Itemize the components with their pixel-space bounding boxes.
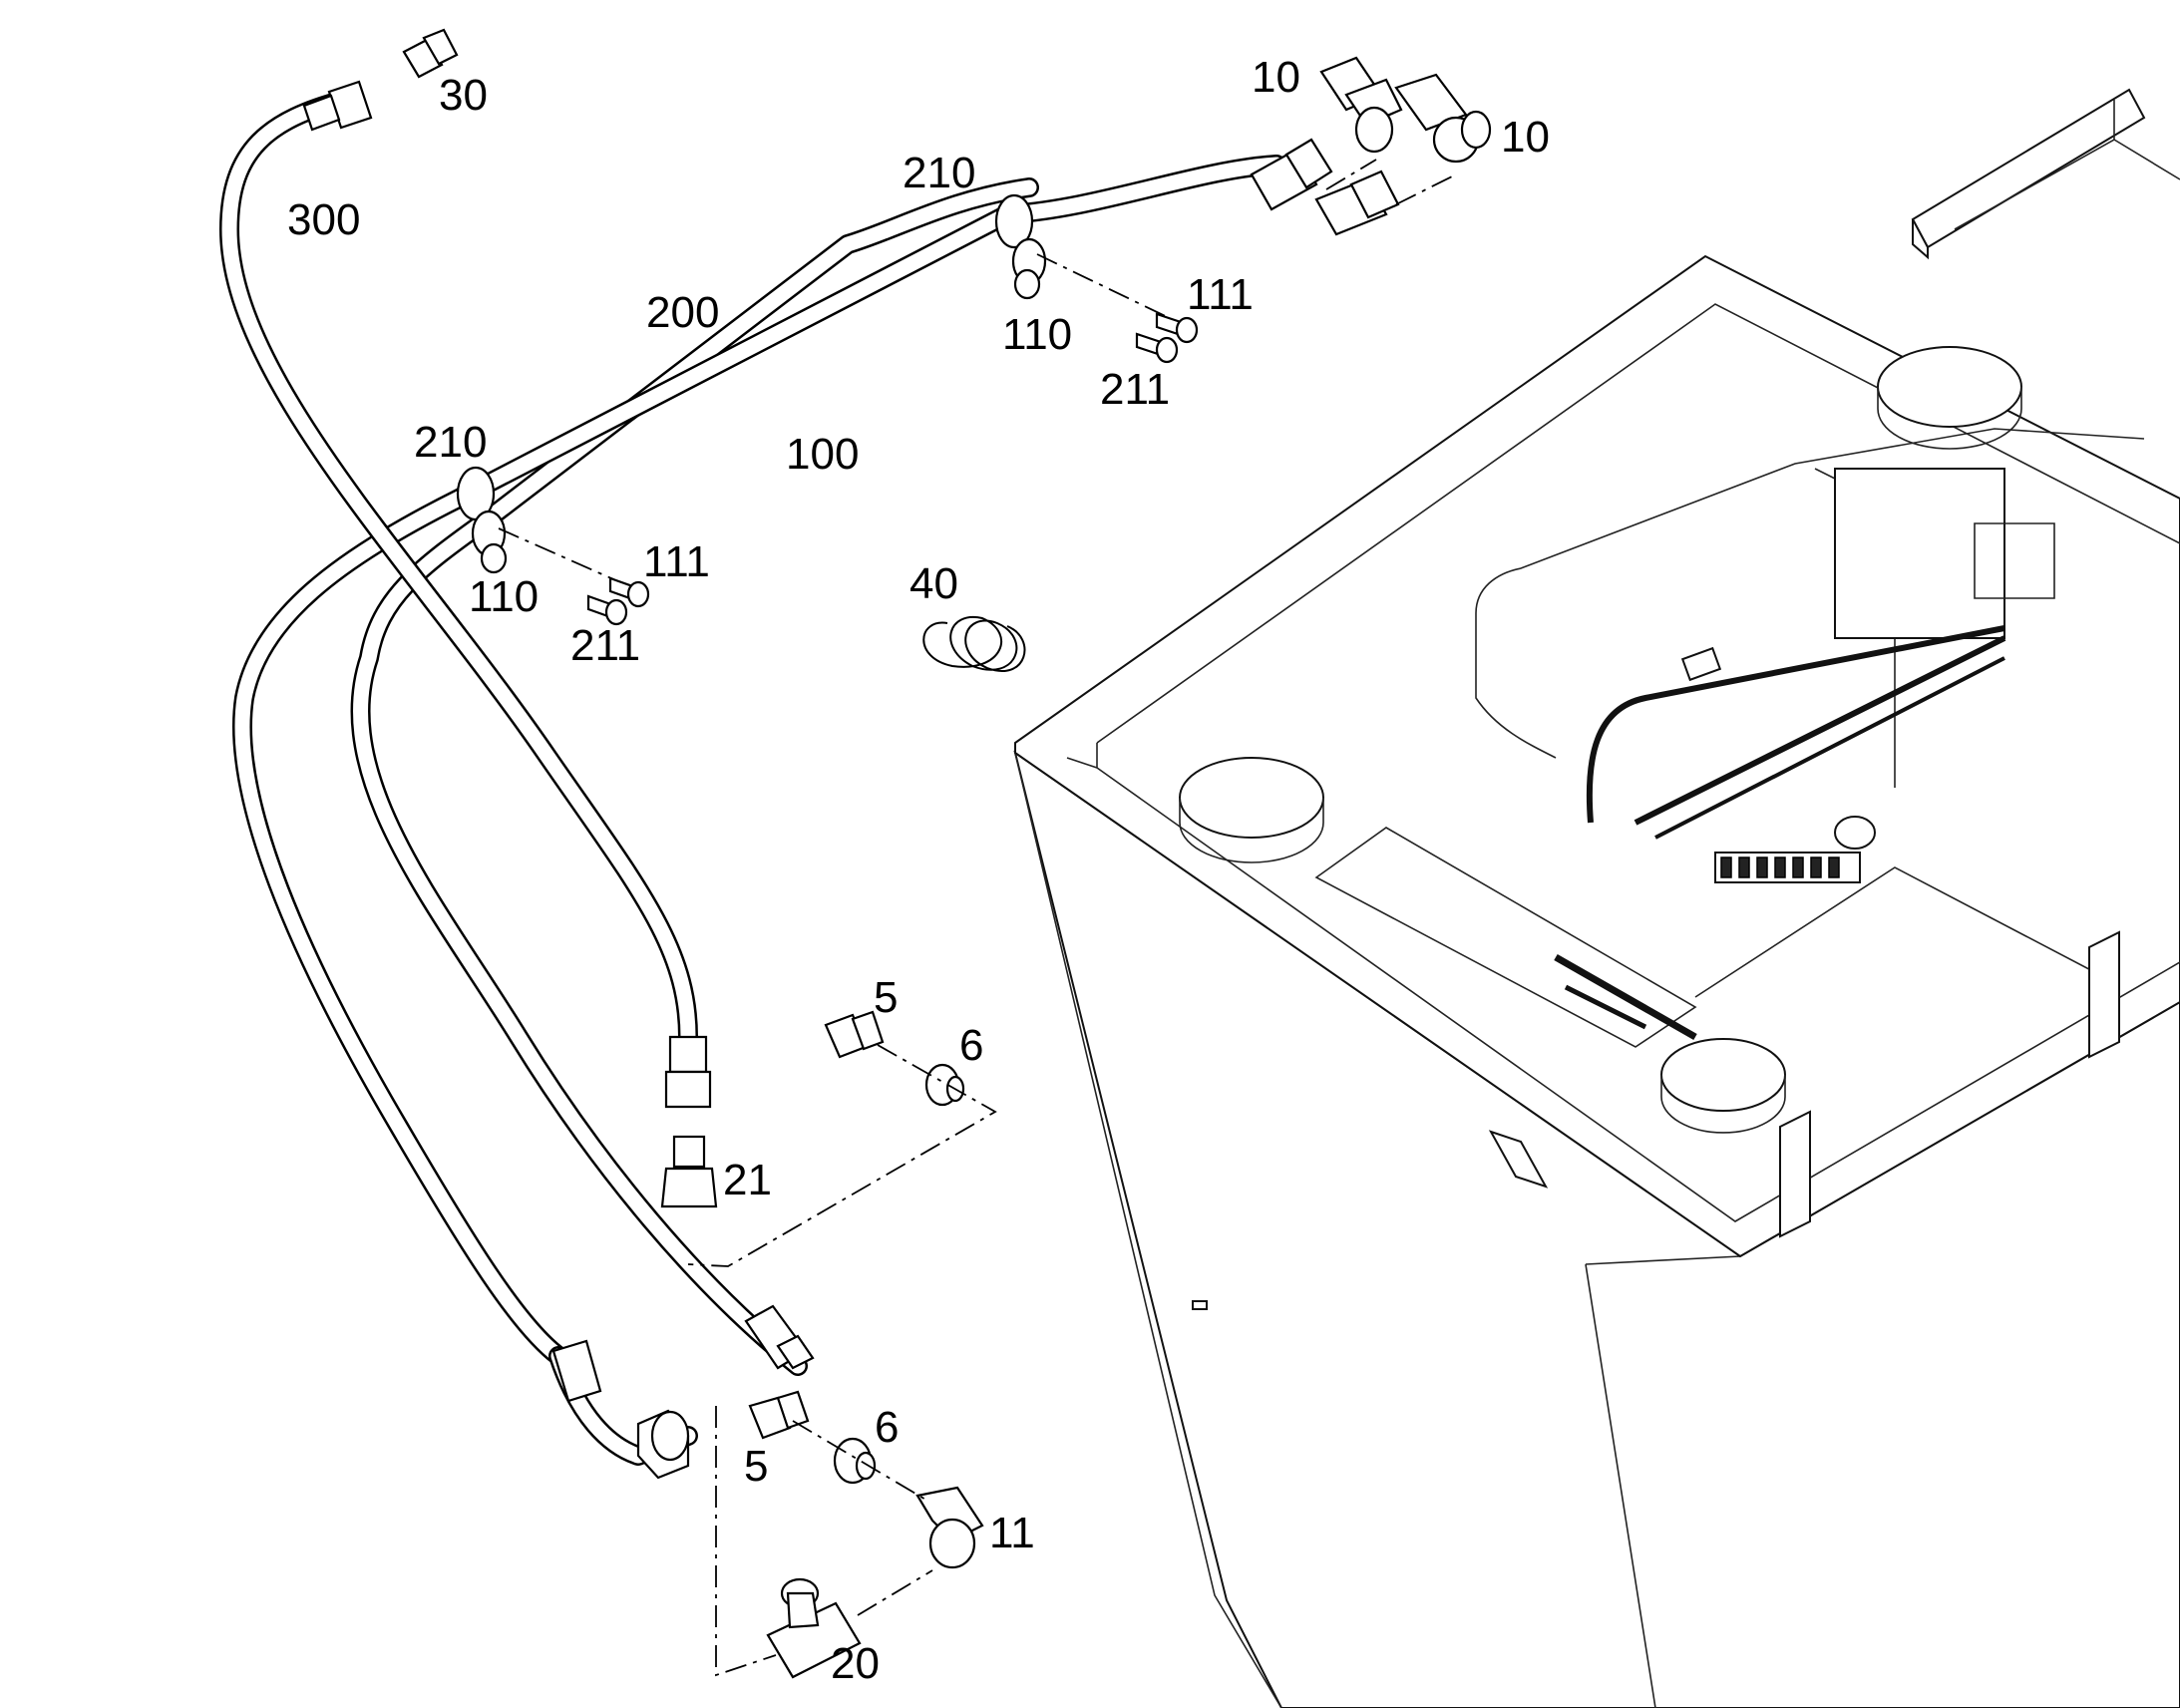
centerline-20-11 (857, 1569, 933, 1616)
label-211-top: 211 (1100, 365, 1170, 414)
machine-housing (1013, 88, 2180, 1708)
label-40: 40 (909, 559, 958, 608)
screws-mid (498, 527, 650, 626)
fitting-5-top (824, 1010, 885, 1059)
label-110-top: 110 (1002, 310, 1072, 359)
fitting-10-right (1394, 73, 1492, 164)
label-200: 200 (646, 288, 719, 337)
hose-200 (231, 155, 1286, 1366)
label-11: 11 (989, 1509, 1035, 1557)
hose-upper-end-fittings (1250, 138, 1400, 236)
label-20: 20 (831, 1639, 880, 1688)
label-211-mid: 211 (570, 621, 640, 670)
hose-300 (219, 90, 698, 1047)
centerline-5-6-top (687, 1044, 997, 1267)
hose-300-end-fittings (302, 80, 712, 1109)
label-10-left: 10 (1252, 53, 1300, 102)
screws-top (1036, 253, 1199, 364)
fitting-10-left (1319, 56, 1403, 154)
hose-100-end-fitting (744, 1304, 815, 1370)
terminal-strip (1714, 852, 1861, 883)
clamp-210-top (994, 193, 1047, 300)
label-5-top: 5 (874, 973, 898, 1022)
centerline-20 (715, 1406, 777, 1677)
label-100: 100 (786, 430, 859, 479)
clamp-210-mid (456, 466, 508, 574)
hose-200-elbow-end (548, 1339, 698, 1480)
spring-40 (922, 615, 1026, 672)
centerline-5-6-11 (792, 1420, 928, 1502)
part-labels: 30 10 10 300 210 200 111 110 211 210 100… (287, 53, 1550, 1688)
label-6-top: 6 (959, 1021, 983, 1070)
label-111-mid: 111 (643, 537, 710, 586)
centerline-10b (1395, 173, 1457, 205)
label-110-mid: 110 (469, 572, 539, 621)
fitting-6-top (924, 1063, 965, 1107)
label-21: 21 (723, 1156, 772, 1204)
fitting-30 (402, 28, 459, 79)
label-30: 30 (439, 71, 488, 120)
centerline-10 (1325, 159, 1377, 190)
label-300: 300 (287, 195, 360, 244)
label-10-right: 10 (1501, 113, 1550, 162)
fitting-21 (660, 1135, 718, 1208)
fitting-11 (915, 1486, 984, 1569)
fitting-5-bottom (748, 1390, 810, 1440)
label-6-bottom: 6 (875, 1403, 899, 1452)
label-210-mid: 210 (414, 418, 487, 467)
fitting-6-bottom (833, 1437, 877, 1485)
label-111-top: 111 (1187, 270, 1254, 319)
fitting-20 (766, 1577, 862, 1679)
label-5-bottom: 5 (744, 1442, 768, 1491)
label-210-top: 210 (903, 149, 975, 197)
hose-100 (350, 177, 1039, 1376)
